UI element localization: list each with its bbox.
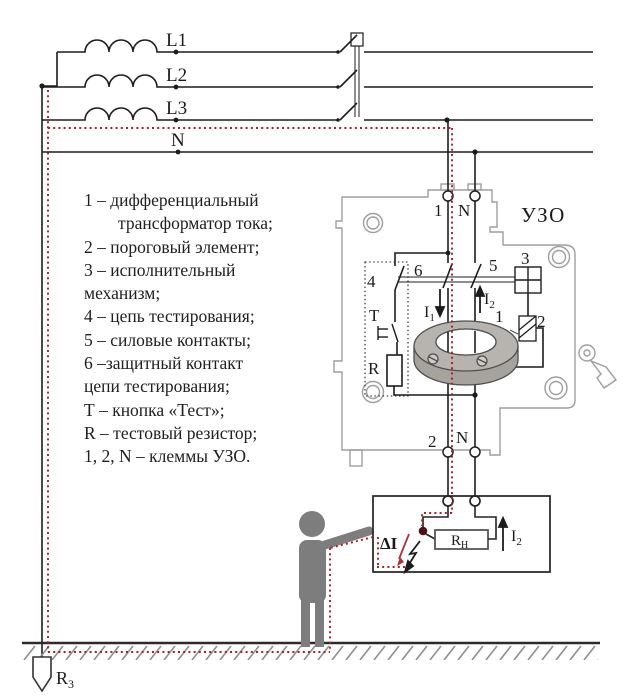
label-earth-resistance: R3 — [56, 668, 74, 691]
toroid-screw-left — [427, 353, 439, 365]
legend-line: 5 – силовые контакты; — [84, 329, 251, 350]
mounting-hole-bottom-left — [361, 380, 385, 404]
label-1-toroid: 1 — [495, 307, 504, 326]
housing-foot — [349, 449, 363, 467]
person-leg-left — [301, 600, 310, 647]
mounting-hole-top-left — [362, 212, 384, 234]
label-2: 2 — [537, 312, 546, 331]
l2-coil-and-line — [42, 74, 337, 88]
i2-arrow-head — [474, 284, 486, 297]
ground-hatching — [22, 645, 598, 660]
terminal-n-bottom — [469, 446, 481, 458]
load-wire-left — [422, 506, 449, 527]
load-i2-arrow-head — [497, 515, 509, 528]
earth-electrode — [32, 656, 52, 693]
label-n-line: N — [171, 130, 185, 151]
main-switch — [339, 32, 364, 121]
device-title: УЗО — [521, 203, 566, 227]
junction-dots — [39, 49, 478, 398]
terminal-1 — [442, 190, 454, 202]
legend-line: механизм; — [84, 283, 161, 304]
test-wire-bottom — [393, 386, 475, 396]
person-figure — [299, 511, 374, 647]
rcd-housing — [333, 183, 618, 467]
label-3: 3 — [521, 249, 530, 268]
legend-line: трансформатор тока; — [118, 213, 273, 234]
legend-line: 1, 2, N – клеммы УЗО. — [84, 446, 251, 467]
i1-arrow-head — [434, 306, 446, 319]
person-leg-right — [315, 600, 324, 647]
actuator-mechanism-box — [514, 266, 542, 294]
delta-i-arrow-head — [397, 557, 404, 566]
lightning-arrow — [407, 540, 421, 567]
legend-line: 1 – дифференциальный — [84, 190, 259, 210]
label-terminal-n-bottom: N — [456, 428, 468, 447]
test-button-symbol — [377, 323, 399, 343]
fault-current-path — [47, 90, 453, 653]
delta-i-arrow — [397, 533, 410, 566]
label-terminal-n-top: N — [458, 201, 470, 220]
legend-line: 6 –защитный контакт — [84, 353, 244, 374]
label-terminal-1: 1 — [434, 201, 443, 220]
contact6-blade — [394, 265, 405, 291]
load-enclosure — [372, 495, 551, 573]
test-circuit-dashed-box — [364, 261, 409, 397]
terminal-n-top — [469, 190, 481, 202]
star-point-bus — [42, 52, 58, 87]
legend-line: R – тестовый резистор; — [84, 422, 258, 443]
wires-in-toroid-hole — [447, 331, 476, 353]
label-test-button: Т — [369, 306, 380, 325]
label-l3: L3 — [166, 98, 187, 119]
label-load-i2: I2 — [511, 528, 522, 548]
label-i2: I2 — [484, 291, 495, 311]
label-4: 4 — [367, 272, 376, 291]
load-terminal-right — [469, 495, 481, 507]
lightning-arrow-head — [403, 559, 415, 575]
toroid-hole — [435, 328, 497, 356]
contact5-blade-phase — [442, 263, 453, 289]
legend-line: 3 – исполнительный — [84, 259, 236, 280]
fault-point-dot — [418, 526, 428, 536]
label-l2: L2 — [166, 65, 187, 86]
l3-coil-and-line — [42, 107, 337, 121]
legend-line: цепи тестирования; — [84, 376, 230, 397]
wires-to-load — [447, 457, 476, 497]
ground — [22, 641, 600, 693]
label-test-resistor: R — [368, 359, 380, 378]
legend-line: Т – кнопка «Тест»; — [84, 399, 225, 420]
person-torso — [299, 540, 326, 603]
legend-block: 1 – дифференциальный трансформатор тока;… — [84, 189, 344, 469]
test-resistor-box — [386, 354, 403, 387]
fault-path-arm — [329, 536, 374, 549]
load-wire-fault-to-rh — [425, 533, 436, 540]
label-i1: I1 — [424, 304, 435, 324]
person-head — [299, 511, 325, 537]
load-box — [372, 495, 551, 573]
l1-coil-and-line — [57, 39, 337, 53]
housing-outline — [333, 189, 576, 456]
label-delta-i: ΔI — [380, 534, 398, 553]
label-5: 5 — [489, 256, 498, 275]
din-latch — [578, 344, 618, 389]
legend-line: 4 – цепь тестирования; — [84, 306, 255, 327]
label-terminal-2: 2 — [428, 432, 437, 451]
circuit-wiring — [41, 32, 593, 657]
contact5-blade-neutral — [470, 263, 482, 289]
mounting-hole-right-upper — [547, 245, 571, 269]
person-arm — [304, 526, 374, 555]
legend-line: 2 – пороговый элемент; — [84, 236, 260, 257]
label-l1: L1 — [166, 30, 187, 51]
threshold-element-box — [518, 315, 537, 342]
toroid-screw-right — [476, 355, 488, 367]
current-arrows — [403, 284, 509, 575]
mounting-hole-bottom-right — [544, 376, 568, 400]
label-6: 6 — [414, 261, 423, 280]
label-load-resistor: RН — [451, 533, 468, 551]
differential-transformer-toroid — [413, 320, 519, 386]
load-wire-right — [474, 506, 497, 540]
